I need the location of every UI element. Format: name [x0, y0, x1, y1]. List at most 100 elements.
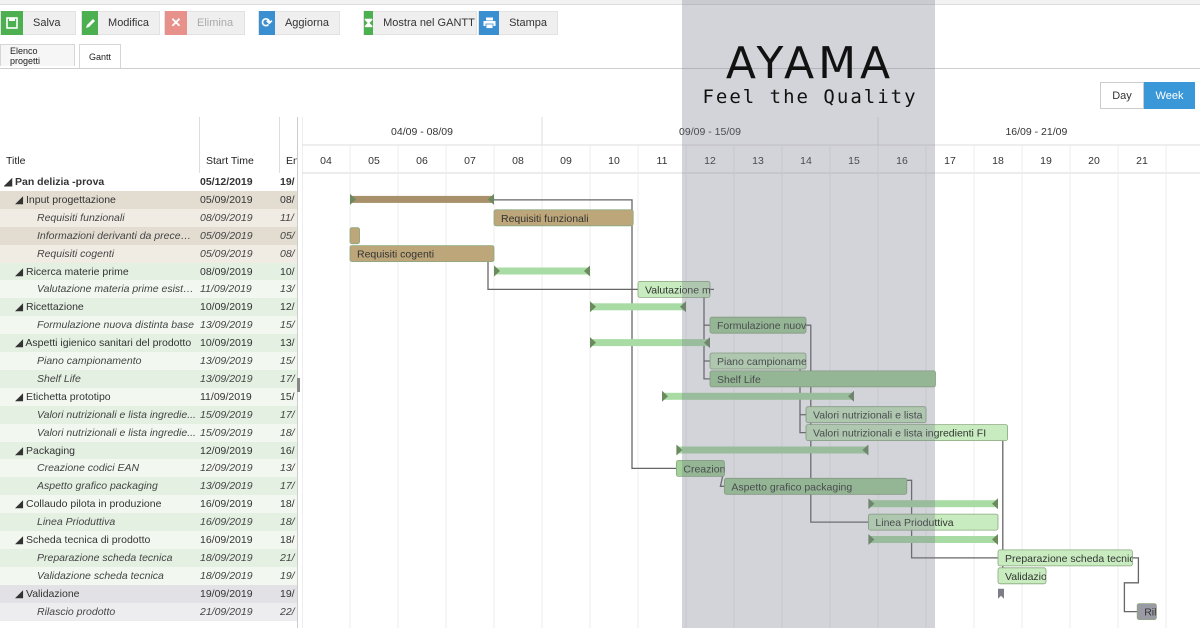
- summary-bar[interactable]: [676, 446, 869, 454]
- task-title: Linea Prioduttiva: [37, 516, 116, 529]
- task-start-time: 13/09/2019: [200, 355, 253, 367]
- tab-gantt[interactable]: Gantt: [79, 44, 121, 68]
- task-bar[interactable]: [868, 513, 999, 531]
- task-bar-label: Shelf Life: [717, 374, 761, 386]
- delete-label: Elimina: [197, 17, 234, 29]
- splitter-handle[interactable]: [297, 378, 300, 392]
- task-start-time: 08/09/2019: [200, 265, 253, 278]
- refresh-button[interactable]: ⟳ Aggiorna: [258, 11, 340, 35]
- refresh-label: Aggiorna: [284, 17, 329, 29]
- task-row[interactable]: Informazioni derivanti da precede...05/0…: [0, 226, 297, 245]
- task-row[interactable]: Piano campionamento 13/09/2019 15/: [0, 352, 297, 370]
- task-bar[interactable]: [997, 567, 1047, 585]
- task-bar[interactable]: [709, 316, 807, 334]
- column-divider[interactable]: [199, 117, 200, 173]
- save-button[interactable]: Salva: [0, 11, 76, 35]
- task-row[interactable]: Valori nutrizionali e lista ingredie...1…: [0, 405, 297, 424]
- task-end-time: 17/: [280, 480, 295, 493]
- task-bar[interactable]: [675, 459, 725, 477]
- summary-row[interactable]: ◢ Aspetti igienico sanitari del prodotto…: [0, 334, 297, 353]
- task-bar[interactable]: [723, 477, 908, 495]
- task-bar[interactable]: [709, 352, 807, 370]
- column-start-time[interactable]: Start Time: [206, 155, 254, 167]
- summary-bar-end-marker: [488, 193, 494, 205]
- day-header: 13: [752, 155, 764, 167]
- summary-bar[interactable]: [590, 303, 686, 311]
- task-bar[interactable]: [709, 370, 937, 388]
- save-icon: [1, 11, 23, 35]
- task-title: ◢ Packaging: [15, 444, 76, 457]
- column-divider[interactable]: [279, 117, 280, 173]
- day-header: 07: [464, 155, 476, 167]
- tab-project-list[interactable]: Elenco progetti: [0, 44, 75, 66]
- edit-button[interactable]: Modifica: [81, 11, 160, 35]
- column-end-time[interactable]: En: [286, 155, 298, 167]
- task-bar[interactable]: [349, 227, 361, 245]
- task-bar[interactable]: [1136, 603, 1157, 621]
- week-view-button[interactable]: Week: [1144, 82, 1195, 109]
- task-end-time: 15/: [280, 355, 295, 367]
- task-bar-label: Creazione codici EAN: [683, 463, 785, 475]
- summary-bar-end-marker: [704, 337, 710, 349]
- task-start-time: 16/09/2019: [200, 534, 253, 546]
- task-title: ◢ Input progettazione: [15, 193, 116, 206]
- day-view-button[interactable]: Day: [1100, 82, 1144, 109]
- task-bar[interactable]: [805, 406, 927, 424]
- refresh-icon: ⟳: [259, 11, 275, 35]
- summary-bar[interactable]: [868, 536, 998, 543]
- week-header: 16/09 - 21/09: [1005, 126, 1067, 138]
- summary-bar[interactable]: [590, 339, 710, 347]
- tab-bar: Elenco progetti Gantt: [0, 44, 1200, 69]
- task-bar-label: Formulazione nuova distinta base: [717, 320, 874, 332]
- column-title[interactable]: Title: [6, 155, 26, 167]
- close-icon: ✕: [165, 11, 187, 35]
- task-row[interactable]: Valori nutrizionali e lista ingredie...1…: [0, 423, 297, 442]
- summary-bar[interactable]: [662, 392, 854, 400]
- task-end-time: 18/: [280, 516, 295, 529]
- summary-bar[interactable]: [868, 500, 998, 508]
- task-title: ◢ Ricettazione: [15, 301, 84, 314]
- task-title: ◢ Aspetti igienico sanitari del prodotto: [15, 337, 192, 350]
- task-start-time: 15/09/2019: [200, 426, 253, 439]
- milestone-marker[interactable]: [998, 588, 1004, 599]
- summary-bar[interactable]: [350, 195, 494, 203]
- task-start-time: 16/09/2019: [200, 498, 253, 511]
- task-start-time: 05/09/2019: [200, 193, 253, 206]
- summary-bar[interactable]: [494, 267, 590, 275]
- show-in-gantt-button[interactable]: ⧗ Mostra nel GANTT: [363, 11, 477, 35]
- day-header: 06: [416, 155, 428, 167]
- print-button[interactable]: Stampa: [478, 11, 558, 35]
- task-start-time: 13/09/2019: [200, 372, 253, 385]
- task-bar[interactable]: [493, 209, 634, 227]
- task-bar[interactable]: [349, 245, 495, 263]
- day-header: 18: [992, 155, 1004, 167]
- task-title: Piano campionamento: [37, 355, 142, 367]
- task-start-time: 11/09/2019: [200, 390, 252, 403]
- delete-button[interactable]: ✕ Elimina: [164, 11, 245, 35]
- task-bar-label: Rilascio prodotto: [1144, 607, 1200, 619]
- task-bar[interactable]: [997, 549, 1133, 567]
- task-start-time: 15/09/2019: [200, 408, 253, 421]
- task-bar[interactable]: [805, 424, 1009, 442]
- task-bar[interactable]: [637, 280, 711, 298]
